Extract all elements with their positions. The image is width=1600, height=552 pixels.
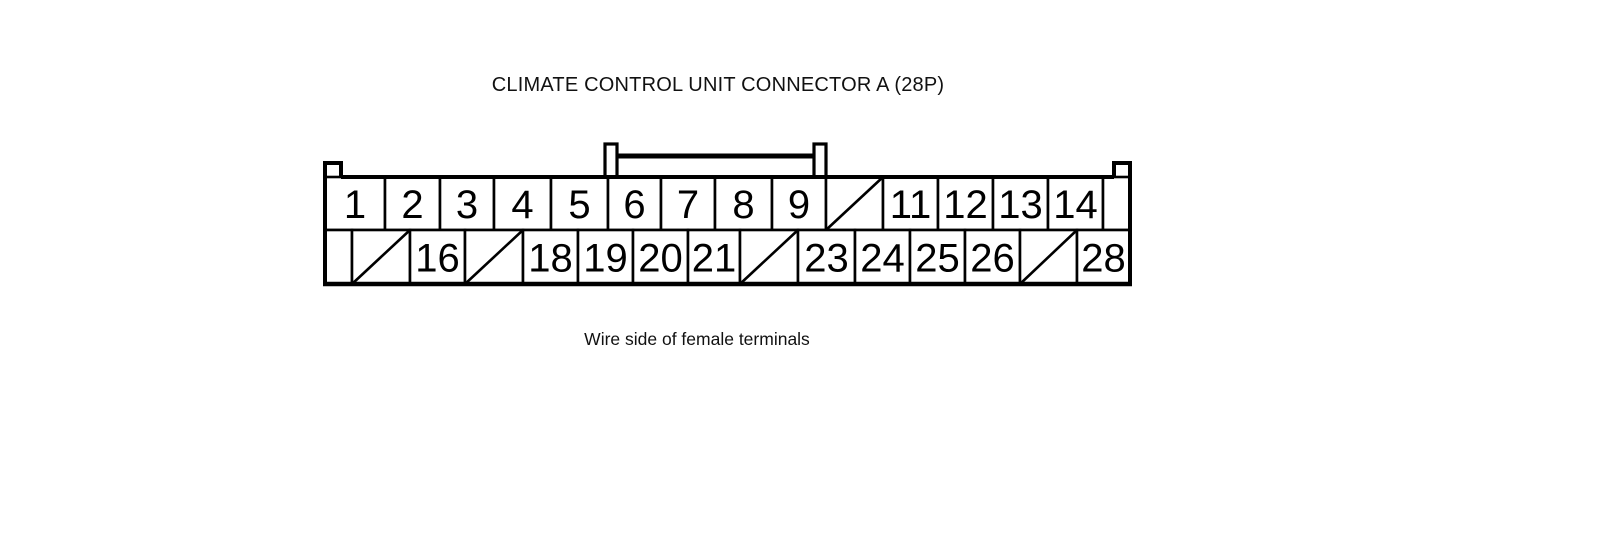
connector-right-tab — [1112, 161, 1132, 284]
pin-number-label: 18 — [528, 237, 573, 281]
slash-cell — [1018, 228, 1079, 286]
slash-cell — [463, 228, 525, 286]
pin-number-label: 5 — [568, 183, 590, 227]
pin-cell-23: 23 — [796, 228, 857, 286]
pin-number-label: 11 — [890, 183, 932, 227]
pin-number-label: 2 — [401, 183, 423, 227]
pin-cell-13: 13 — [991, 175, 1050, 232]
pin-cell-26: 26 — [963, 228, 1022, 286]
pin-cell-2: 2 — [383, 175, 442, 232]
connector-left-tab — [323, 161, 343, 284]
slash-cell — [738, 228, 800, 286]
pin-cell-6: 6 — [606, 175, 663, 232]
pin-number-label: 6 — [623, 183, 645, 227]
pin-number-label: 4 — [511, 183, 533, 227]
pin-cell-19: 19 — [576, 228, 635, 286]
pin-cell-3: 3 — [438, 175, 496, 232]
diagram-caption: Wire side of female terminals — [584, 329, 810, 349]
pin-cell-14: 14 — [1046, 175, 1105, 232]
pin-number-label: 7 — [677, 183, 699, 227]
pin-cell-28: 28 — [1075, 228, 1132, 286]
bracket-right-post — [812, 142, 828, 179]
pin-cell-8: 8 — [713, 175, 774, 232]
pin-cell-21: 21 — [686, 228, 742, 286]
no-pin-slash — [351, 229, 411, 285]
pin-cell-9: 9 — [770, 175, 828, 232]
pin-number-label: 20 — [638, 237, 683, 281]
pin-cell-5: 5 — [549, 175, 610, 232]
pin-cell-16: 16 — [408, 228, 467, 286]
pin-number-label: 28 — [1081, 237, 1126, 281]
bracket-left-post — [603, 142, 619, 179]
pin-number-label: 26 — [970, 237, 1015, 281]
slash-cell — [824, 175, 885, 232]
pin-number-label: 13 — [998, 183, 1043, 227]
pin-cell-7: 7 — [659, 175, 717, 232]
pin-number-label: 8 — [732, 183, 754, 227]
pin-number-label: 19 — [583, 237, 628, 281]
pin-cell-25: 25 — [908, 228, 967, 286]
blank-cell — [1101, 175, 1132, 232]
pin-number-label: 12 — [943, 183, 988, 227]
pin-cell-20: 20 — [631, 228, 690, 286]
pin-cell-1: 1 — [323, 175, 387, 232]
no-pin-slash — [739, 229, 799, 285]
pin-cell-11: 11 — [881, 175, 940, 232]
no-pin-slash — [825, 176, 884, 231]
pin-number-label: 21 — [692, 237, 737, 281]
pin-cell-12: 12 — [936, 175, 995, 232]
slash-cell — [350, 228, 412, 286]
pin-number-label: 14 — [1053, 183, 1098, 227]
pin-number-label: 16 — [415, 237, 460, 281]
blank-cell — [323, 228, 354, 286]
no-pin-slash — [464, 229, 524, 285]
pin-cell-4: 4 — [492, 175, 553, 232]
pin-number-label: 24 — [860, 237, 905, 281]
pin-cell-18: 18 — [521, 228, 580, 286]
pin-number-label: 1 — [344, 183, 366, 227]
pin-cell-24: 24 — [853, 228, 912, 286]
pin-number-label: 25 — [915, 237, 960, 281]
pin-number-label: 23 — [804, 237, 849, 281]
pin-number-label: 3 — [456, 183, 478, 227]
pin-number-label: 9 — [788, 183, 810, 227]
no-pin-slash — [1019, 229, 1078, 285]
diagram-title: CLIMATE CONTROL UNIT CONNECTOR A (28P) — [491, 74, 945, 96]
